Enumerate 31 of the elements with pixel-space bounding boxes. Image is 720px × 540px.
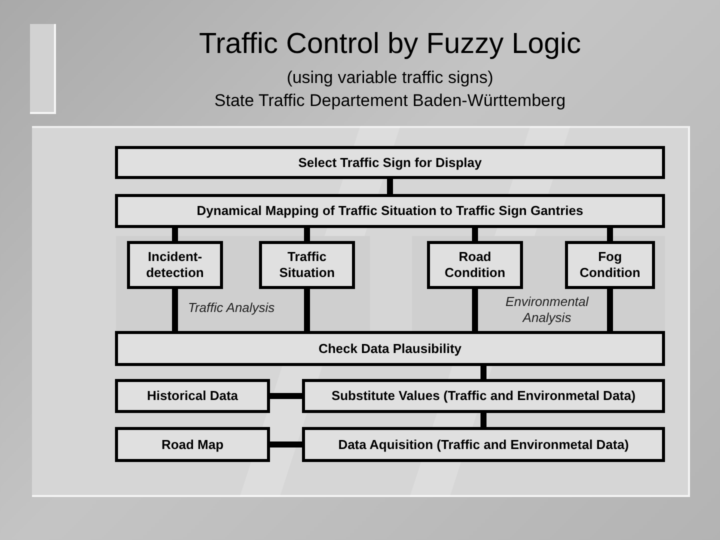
- connector-line: [480, 366, 486, 379]
- subtitle: (using variable traffic signs): [286, 68, 494, 88]
- process-box: Data Aquisition (Traffic and Environmetal Data): [302, 427, 665, 462]
- connector-line: [270, 393, 302, 399]
- connector-line: [172, 228, 178, 241]
- group-panel: [412, 236, 665, 332]
- connector-line: [304, 228, 310, 241]
- process-box: Incident-detection: [127, 241, 223, 289]
- connector-line: [472, 289, 478, 331]
- process-box: Road Map: [115, 427, 270, 462]
- process-box: Historical Data: [115, 379, 270, 413]
- process-box: Check Data Plausibility: [115, 331, 665, 366]
- connector-line: [607, 228, 613, 241]
- group-label: Traffic Analysis: [188, 300, 275, 316]
- connector-line: [480, 413, 486, 427]
- connector-line: [472, 228, 478, 241]
- connector-line: [387, 179, 393, 194]
- process-box: Fog Condition: [565, 241, 655, 289]
- group-panel: [116, 236, 370, 332]
- connector-line: [304, 289, 310, 331]
- connector-line: [172, 289, 178, 331]
- connector-line: [270, 442, 302, 448]
- process-box: Dynamical Mapping of Traffic Situation to Traffic Sign Gantries: [115, 194, 665, 228]
- process-box: Road Condition: [427, 241, 523, 289]
- process-box: Select Traffic Sign for Display: [115, 146, 665, 179]
- connector-line: [607, 289, 613, 331]
- group-label: Environmental Analysis: [504, 294, 590, 326]
- subtitle: State Traffic Departement Baden-Württemberg: [213, 91, 567, 111]
- title: Traffic Control by Fuzzy Logic: [198, 28, 582, 61]
- process-box: Traffic Situation: [259, 241, 355, 289]
- process-box: Substitute Values (Traffic and Environmetal Data): [302, 379, 665, 413]
